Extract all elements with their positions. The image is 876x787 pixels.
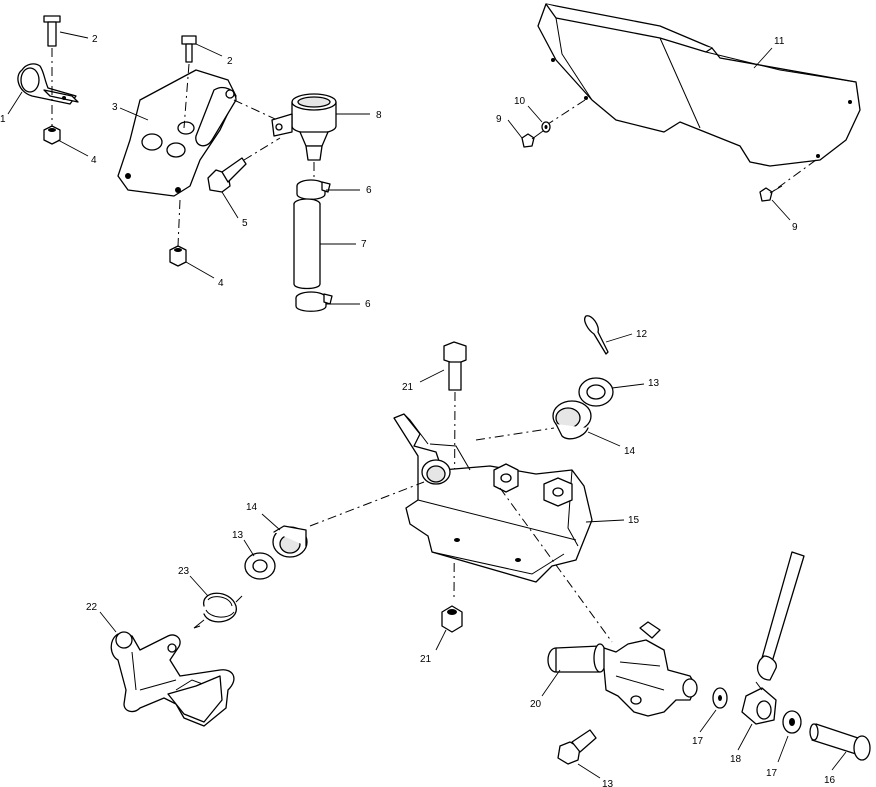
part-17-washer-right [782, 710, 802, 734]
part-2-screw-top-left [43, 15, 61, 47]
callout-2-bracket-screw: 2 [227, 56, 233, 67]
part-12-cotter-pin [584, 315, 609, 355]
callout-20-master-cylinder: 20 [530, 699, 542, 710]
callout-14-bushing-left: 14 [246, 502, 258, 513]
part-13-washer-upper [578, 377, 614, 407]
part-21-nut-bottom [441, 605, 463, 633]
callout-2-screw: 2 [92, 34, 98, 45]
callout-4-nut: 4 [91, 155, 97, 166]
callout-9-screw: 9 [496, 114, 502, 125]
callout-12-cotter-pin: 12 [636, 329, 648, 340]
part-14-bushing-upper [552, 400, 592, 440]
callout-22-pedal: 22 [86, 602, 98, 613]
part-21-bolt-top [443, 341, 467, 391]
part-7-hose [293, 198, 321, 290]
callout-13-washer-upper: 13 [648, 378, 660, 389]
callout-6-clamp-top: 6 [366, 185, 372, 196]
part-13-washer-left [244, 552, 276, 580]
callout-21-bolt-top: 21 [402, 382, 414, 393]
part-11-cover [537, 3, 861, 167]
callout-14-bushing-upper: 14 [624, 446, 636, 457]
part-8-reservoir [271, 93, 337, 161]
callout-11-cover: 11 [774, 36, 785, 47]
callout-16-pin: 16 [824, 775, 836, 786]
callout-23-spring: 23 [178, 566, 190, 577]
callout-13-bolt-bottom: 13 [602, 779, 614, 787]
callout-18-clevis-rod: 18 [730, 754, 742, 765]
part-22-pedal [110, 631, 235, 727]
callout-4-nut-lower: 4 [218, 278, 224, 289]
part-6-clamp-top [296, 179, 331, 200]
callout-6-clamp-bottom: 6 [365, 299, 371, 310]
callout-17-washer-left: 17 [692, 736, 704, 747]
callout-10-washer: 10 [514, 96, 526, 107]
part-5-bolt [207, 157, 247, 193]
callout-9-screw-right: 9 [792, 222, 798, 233]
callout-5-bolt: 5 [242, 218, 248, 229]
callout-21-nut-bottom: 21 [420, 654, 432, 665]
callout-1-clamp: 1 [0, 114, 6, 125]
part-9-screw-cover-b [759, 185, 783, 202]
part-2-screw-bracket [181, 35, 197, 63]
part-15-main-bracket [393, 413, 593, 583]
callout-17-washer-right: 17 [766, 768, 778, 779]
part-19-bolt-bottom [557, 729, 597, 765]
callout-15-main-bracket: 15 [628, 515, 640, 526]
part-17-washer-left [712, 687, 728, 709]
part-4-nut-lower [169, 245, 187, 267]
part-23-spring [193, 592, 243, 629]
part-3-bracket [117, 69, 237, 197]
callout-13-washer-left: 13 [232, 530, 244, 541]
part-10-washer [541, 121, 551, 133]
part-6-clamp-bottom [295, 291, 333, 312]
part-14-bushing-left [272, 525, 308, 558]
part-16-pin [809, 723, 871, 761]
callout-3-bracket: 3 [112, 102, 118, 113]
part-18-clevis-rod [741, 551, 805, 725]
part-4-nut-top-left [43, 125, 61, 145]
part-9-screw-cover-a [521, 130, 544, 148]
part-1-clamp [17, 63, 79, 105]
callout-7-hose: 7 [361, 239, 367, 250]
callout-8-reservoir: 8 [376, 110, 382, 121]
part-20-master-cylinder [547, 621, 698, 717]
